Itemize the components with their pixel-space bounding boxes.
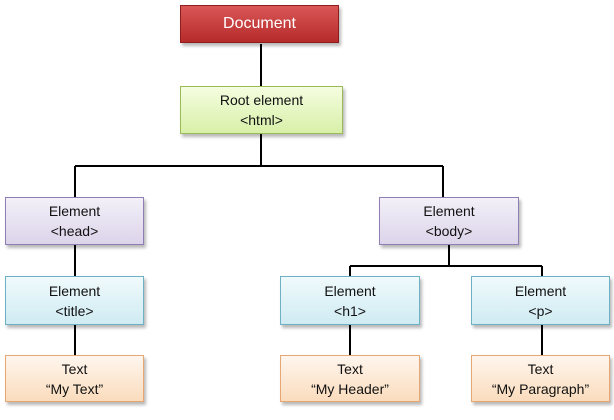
node-p-line1: Element bbox=[514, 282, 567, 299]
node-document: Document bbox=[180, 5, 339, 43]
node-text-title-line1: Text bbox=[61, 360, 88, 377]
node-title: Element <title> bbox=[5, 276, 144, 325]
node-body: Element <body> bbox=[379, 197, 519, 245]
node-document-label: Document bbox=[223, 15, 296, 32]
node-body-line2: <body> bbox=[425, 223, 473, 239]
node-h1-line1: Element bbox=[324, 282, 376, 299]
node-body-line1: Element bbox=[423, 203, 475, 219]
node-title-line2: <title> bbox=[55, 302, 94, 319]
node-text-title: Text “My Text” bbox=[5, 355, 144, 402]
node-head-line2: <head> bbox=[50, 223, 99, 239]
node-h1: Element <h1> bbox=[280, 276, 420, 325]
node-p: Element <p> bbox=[471, 276, 610, 325]
node-text-p-line1: Text bbox=[527, 360, 554, 377]
node-text-h1-line1: Text bbox=[337, 360, 363, 377]
node-head-line1: Element bbox=[48, 203, 101, 219]
node-head: Element <head> bbox=[5, 197, 144, 245]
node-h1-line2: <h1> bbox=[334, 302, 366, 319]
node-text-title-line2: “My Text” bbox=[45, 380, 104, 397]
node-text-p: Text “My Paragraph” bbox=[471, 355, 610, 402]
node-root-line2: <html> bbox=[240, 112, 283, 128]
node-text-h1: Text “My Header” bbox=[280, 355, 420, 402]
node-text-h1-line2: “My Header” bbox=[311, 380, 389, 397]
node-text-p-line2: “My Paragraph” bbox=[491, 380, 590, 397]
node-root-html: Root element <html> bbox=[180, 86, 343, 134]
node-p-line2: <p> bbox=[528, 302, 553, 319]
node-root-line1: Root element bbox=[219, 92, 304, 108]
node-title-line1: Element bbox=[48, 282, 101, 299]
